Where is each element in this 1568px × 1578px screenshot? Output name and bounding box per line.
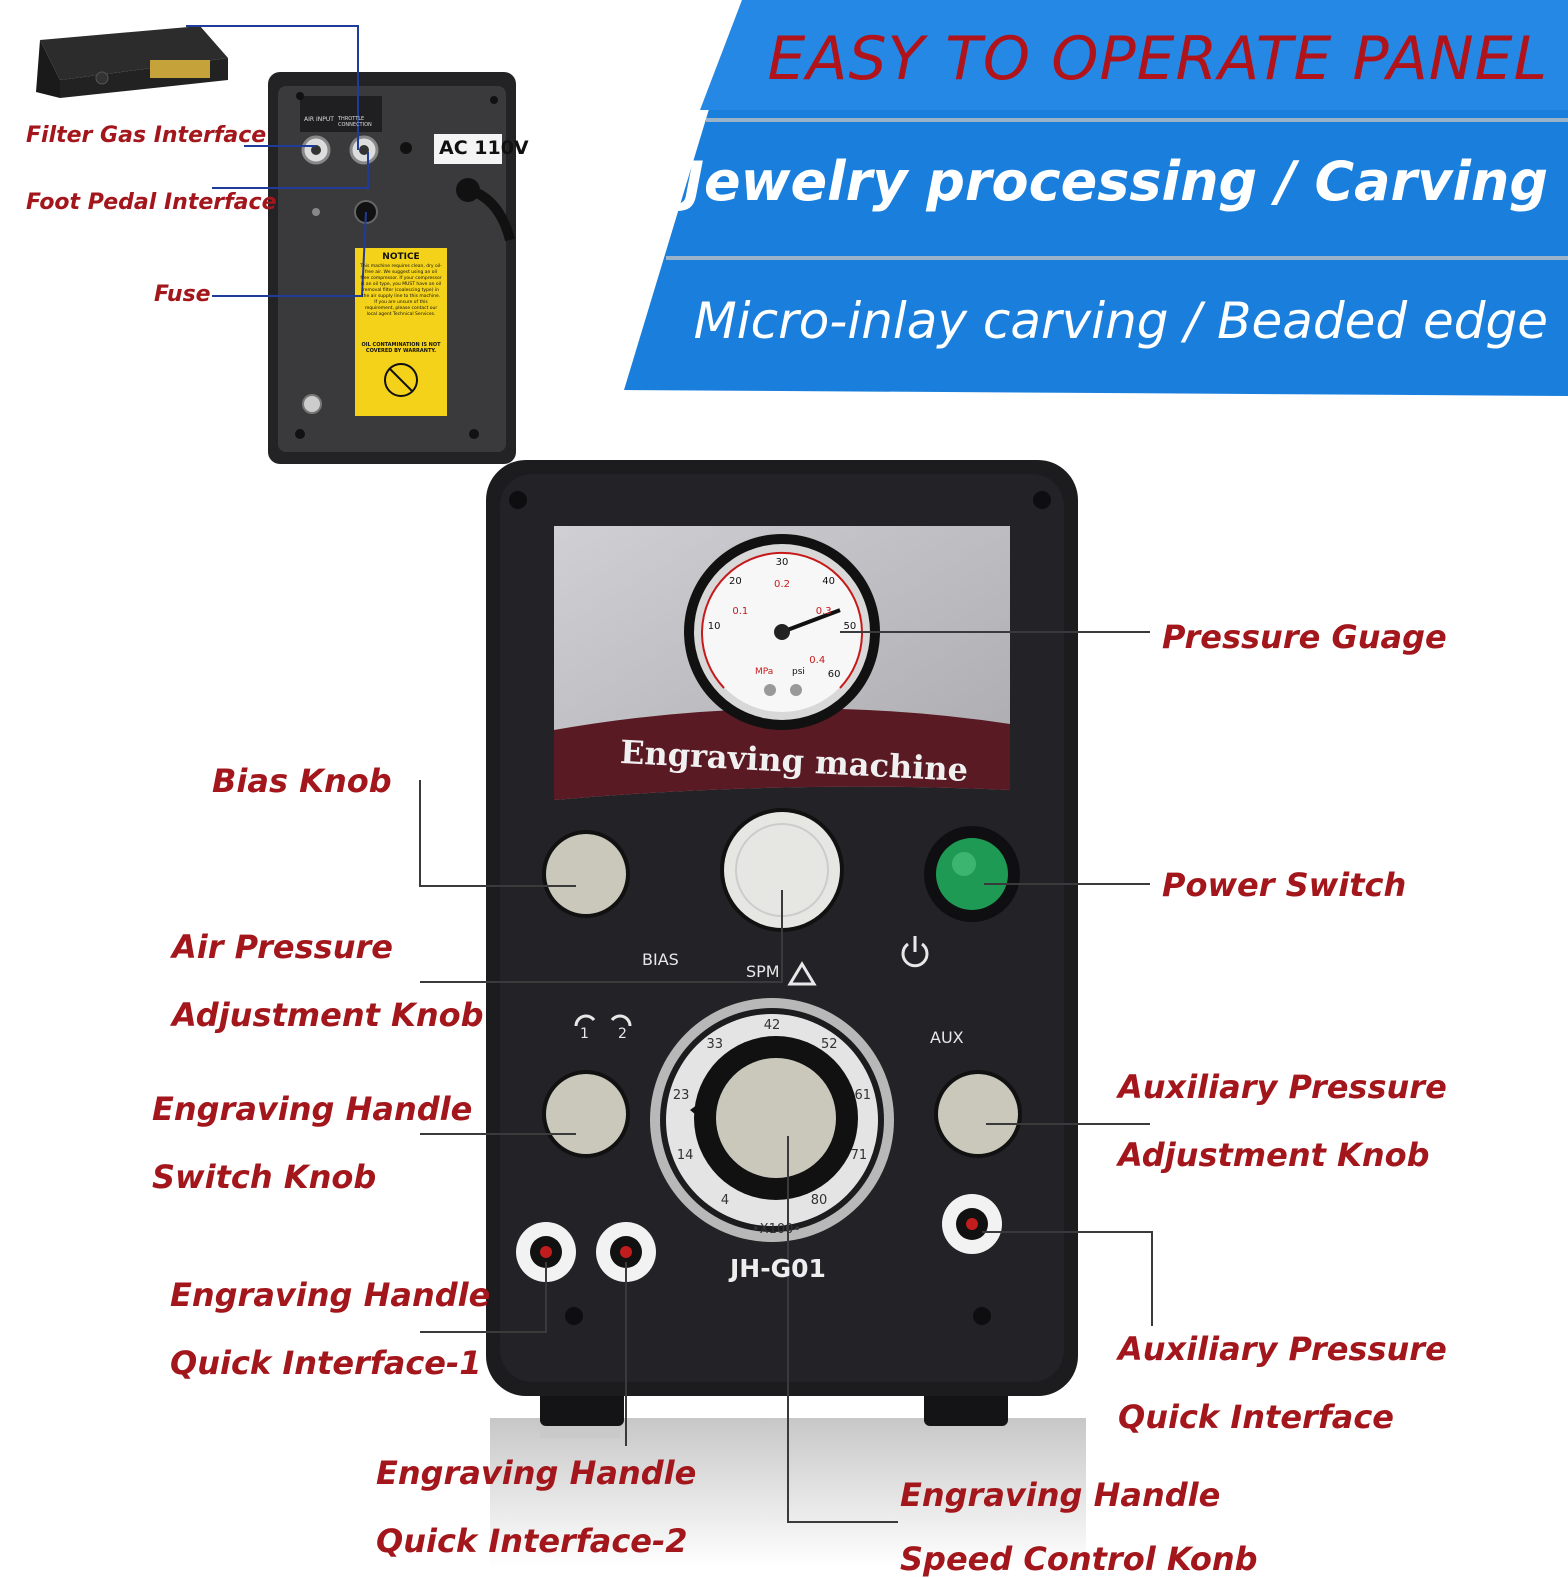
label-quick-1-line1: Engraving Handle [170, 1276, 491, 1314]
label-power-switch: Power Switch [1162, 866, 1407, 904]
back-panel-body [268, 72, 516, 464]
gauge-tick-label: 0.3 [815, 605, 832, 617]
gauge-unit-psi: psi [792, 667, 805, 677]
spm-arrow-icon [787, 961, 817, 986]
pressure-gauge-icon [684, 534, 880, 730]
label-pressure-gauge: Pressure Guage [1162, 618, 1447, 656]
label-aux-quick-1: Auxiliary Pressure [1118, 1330, 1447, 1368]
label-handle-switch-2: Switch Knob [152, 1158, 377, 1196]
label-speed-1: Engraving Handle [900, 1476, 1221, 1514]
notice-sticker [355, 248, 447, 416]
label-quick-1-line2: Quick Interface-1 [170, 1344, 482, 1382]
voltage-text: AC 110V [439, 137, 529, 159]
label-aux-adjust-1: Auxiliary Pressure [1118, 1068, 1447, 1106]
gauge-tick-label: 30 [775, 557, 789, 568]
gauge-needle [781, 608, 841, 634]
dial-tick-label: 71 [850, 1147, 868, 1163]
banner-line-2: Micro-inlay carving / Beaded edge [693, 292, 1548, 350]
throttle-text: THROTTLE CONNECTION [338, 116, 372, 128]
label-speed-2: Speed Control Konb [900, 1540, 1258, 1578]
aux-text: AUX [930, 1028, 964, 1047]
device-model-text: JH-G01 [730, 1254, 826, 1283]
dial-pointer-icon [690, 1094, 712, 1128]
drain-valve-icon [302, 394, 322, 414]
air-input-text: AIR INPUT [304, 116, 334, 123]
dial-tick-label: 42 [763, 1018, 781, 1033]
label-quick-2-line1: Engraving Handle [376, 1454, 697, 1492]
banner: EASY TO OPERATE PANEL Jewelry processing… [0, 0, 1568, 400]
handle-2-arrow-icon [610, 1014, 632, 1027]
quick-interface-2-icon [596, 1222, 656, 1282]
banner-line-1: Jewelry processing / Carving [683, 150, 1548, 213]
dial-tick-label: 14 [676, 1147, 694, 1163]
quick-interface-1-icon [516, 1222, 576, 1282]
gauge-tick-label: 40 [822, 575, 836, 587]
dial-tick-label: 52 [820, 1037, 838, 1053]
notice-warning: OIL CONTAMINATION IS NOT COVERED BY WARR… [361, 342, 441, 354]
banner-title: EASY TO OPERATE PANEL [767, 24, 1548, 94]
foot-pedal-icon [36, 26, 228, 98]
back-panel-illustration [36, 25, 516, 464]
banner-background [624, 0, 1568, 396]
gauge-tick-label: 50 [843, 621, 857, 633]
gauge-tick-label: 60 [827, 668, 841, 680]
handle-1-arrow-icon [574, 1014, 596, 1027]
banner-top-band [700, 0, 1568, 110]
gauge-tick-label: 20 [728, 575, 742, 587]
speed-dial-icon [650, 998, 894, 1242]
label-foot-pedal-interface: Foot Pedal Interface [26, 190, 277, 215]
dial-tick-label: 33 [706, 1037, 724, 1053]
bias-knob-icon [542, 830, 630, 918]
speed-control-knob-icon [716, 1058, 836, 1178]
gauge-tick-label: 0.1 [732, 605, 749, 617]
dial-tick-label: 80 [810, 1193, 828, 1209]
label-air-pressure-1: Air Pressure [172, 928, 393, 966]
aux-quick-interface-icon [942, 1194, 1002, 1254]
spm-text: SPM [746, 962, 780, 981]
gauge-tick-label: 10 [707, 621, 721, 633]
handle-1-text: 1 [580, 1026, 589, 1042]
dial-tick-label: 4 [720, 1193, 730, 1209]
bias-text: BIAS [642, 950, 679, 969]
gauge-tick-label: 0.4 [809, 654, 826, 666]
voltage-plate [434, 134, 502, 164]
label-bias-knob: Bias Knob [212, 762, 392, 800]
label-filter-gas-interface: Filter Gas Interface [26, 123, 267, 148]
notice-title: NOTICE [382, 252, 420, 262]
dial-multiplier-text: •X100• [752, 1222, 802, 1237]
handle-switch-knob-icon [542, 1070, 630, 1158]
gauge-tick-label: 0.2 [774, 579, 790, 590]
power-switch-icon [924, 826, 1020, 922]
no-oil-icon [384, 363, 418, 397]
label-fuse: Fuse [154, 282, 211, 307]
air-pressure-knob-icon [720, 808, 844, 932]
back-panel-leader-lines [186, 25, 369, 297]
notice-body: This machine requires clean, dry oil-fre… [360, 264, 442, 317]
device-name-band [554, 708, 1010, 800]
label-aux-quick-2: Quick Interface [1118, 1398, 1394, 1436]
gauge-unit-mpa: MPa [755, 667, 774, 677]
aux-pressure-knob-icon [934, 1070, 1022, 1158]
power-symbol-icon [901, 936, 929, 968]
dial-tick-label: 23 [672, 1087, 690, 1103]
label-quick-2-line2: Quick Interface-2 [376, 1522, 688, 1560]
label-aux-adjust-2: Adjustment Knob [1118, 1136, 1430, 1174]
dial-tick-label: 61 [854, 1087, 872, 1103]
label-air-pressure-2: Adjustment Knob [172, 996, 484, 1034]
handle-2-text: 2 [618, 1026, 627, 1042]
label-handle-switch-1: Engraving Handle [152, 1090, 473, 1128]
connector-label-plate [300, 96, 382, 132]
main-leader-lines [419, 631, 1153, 1523]
